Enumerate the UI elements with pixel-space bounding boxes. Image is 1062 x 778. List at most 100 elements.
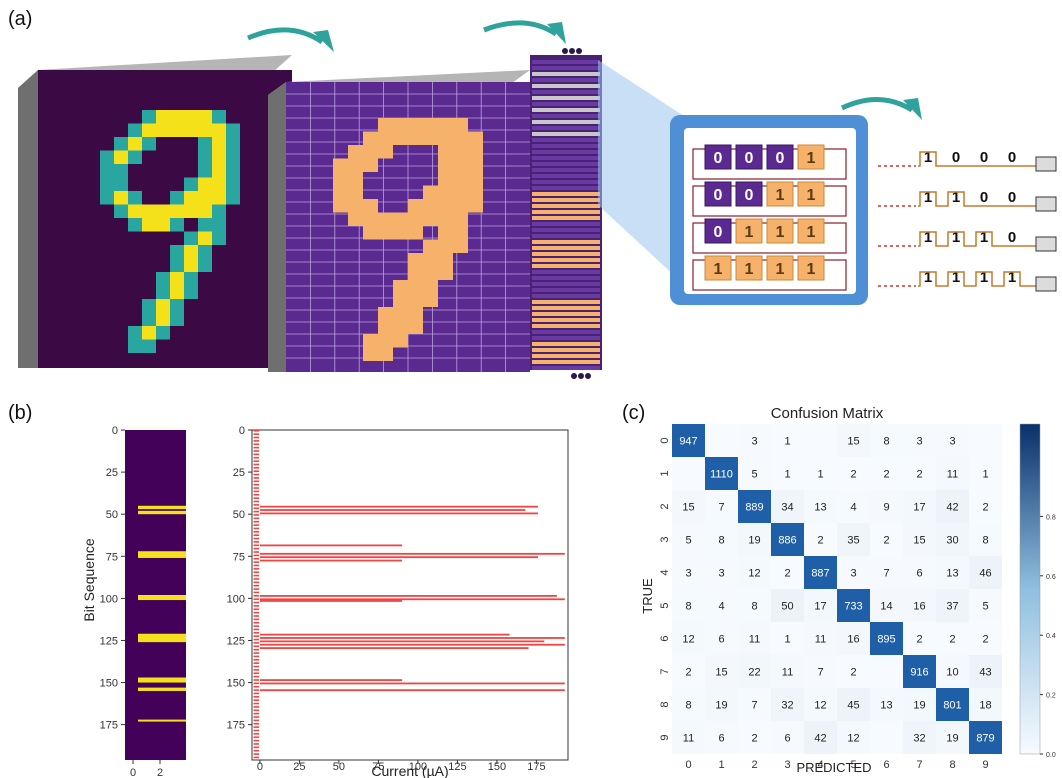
matrix-cell <box>837 556 870 589</box>
current-bar <box>259 598 565 601</box>
stack-row <box>532 228 600 232</box>
digit-pixel <box>423 253 438 267</box>
x-tick-label: 175 <box>527 761 545 773</box>
output-bit-value: 0 <box>1008 229 1016 246</box>
x-tick-label: 2 <box>751 759 757 771</box>
y-tick-label: 7 <box>659 668 671 674</box>
current-bar <box>253 453 260 456</box>
matrix-cell <box>837 457 870 490</box>
matrix-cell-value: 5 <box>685 535 691 547</box>
digit-pixel <box>393 131 408 145</box>
digit-pixel <box>393 334 408 348</box>
matrix-cell-value: 3 <box>685 568 691 580</box>
stack-row <box>532 222 600 226</box>
matrix-cell-value: 3 <box>850 568 856 580</box>
matrix-cell-value: 2 <box>982 502 988 514</box>
digit-pixel <box>142 312 156 326</box>
stack-row <box>532 342 600 346</box>
digit-pixel <box>378 131 393 145</box>
matrix-cell <box>705 688 738 721</box>
stack-row <box>532 150 600 154</box>
digit-pixel <box>423 199 438 213</box>
colorbar-tick-label: 0.6 <box>1046 574 1056 581</box>
stack-row <box>532 216 600 220</box>
digit-pixel <box>198 137 212 151</box>
current-bar <box>259 689 565 692</box>
current-bar <box>253 581 260 584</box>
output-waveform <box>918 271 1036 287</box>
digit-pixel <box>114 177 128 191</box>
digit-pixel <box>128 191 142 205</box>
current-bar <box>253 527 260 530</box>
y-tick-label: 0 <box>112 425 118 437</box>
matrix-cell-value: 7 <box>751 700 757 712</box>
matrix-cell-value: 6 <box>784 733 790 745</box>
matrix-cell-value: 11 <box>782 667 793 679</box>
stack-row <box>532 360 600 364</box>
matrix-cell-value: 16 <box>847 634 859 646</box>
matrix-cell <box>672 457 705 490</box>
digit-pixel <box>184 191 198 205</box>
digit-pixel <box>393 226 408 240</box>
register-bit-value: 0 <box>776 150 785 167</box>
digit-pixel <box>423 212 438 226</box>
digit-pixel <box>156 312 170 326</box>
matrix-cell-value: 17 <box>913 502 925 514</box>
register-bit-value: 1 <box>776 224 785 241</box>
register-bit-value: 0 <box>745 150 754 167</box>
current-bar <box>253 598 260 600</box>
matrix-cell <box>837 655 870 688</box>
matrix-cell <box>738 556 771 589</box>
digit-pixel <box>348 172 363 186</box>
matrix-cell <box>870 721 903 754</box>
x-tick-label: 75 <box>372 761 384 773</box>
digit-pixel <box>170 272 184 286</box>
matrix-cell <box>705 556 738 589</box>
matrix-cell <box>705 490 738 523</box>
matrix-cell-value: 43 <box>979 667 991 679</box>
digit-pixel <box>198 218 212 232</box>
digit-pixel <box>100 191 114 205</box>
digit-pixel <box>184 285 198 299</box>
digit-pixel <box>198 177 212 191</box>
current-bars <box>253 430 565 759</box>
digit-pixel <box>128 218 142 232</box>
current-bar <box>253 716 260 718</box>
output-bit-value: 1 <box>1008 269 1016 286</box>
matrix-cell <box>936 655 969 688</box>
binarized-digit <box>333 118 483 361</box>
current-bar <box>253 541 260 543</box>
current-bar <box>253 571 260 574</box>
matrix-cell <box>903 721 936 754</box>
digit-pixel <box>170 258 184 272</box>
digit-pixel <box>363 212 378 226</box>
digit-pixel <box>468 172 483 186</box>
current-bar <box>253 662 260 664</box>
matrix-cell-value: 5 <box>982 601 988 613</box>
digit-pixel <box>198 245 212 259</box>
matrix-cell-value: 11 <box>683 733 694 745</box>
stack-row <box>532 366 600 370</box>
digit-pixel <box>438 172 453 186</box>
matrix-cell-value: 15 <box>913 535 925 547</box>
matrix-cell <box>771 424 804 457</box>
matrix-ylabel: TRUE <box>640 578 655 614</box>
digit-pixel <box>198 231 212 245</box>
matrix-cell-value: 9 <box>883 502 889 514</box>
stack-row <box>532 66 600 70</box>
stack-row <box>532 192 600 196</box>
matrix-cell <box>936 457 969 490</box>
current-bar <box>253 658 260 661</box>
matrix-cell-value: 32 <box>781 700 793 712</box>
register-bit-cell <box>797 218 825 244</box>
matrix-cell <box>738 424 771 457</box>
matrix-cell <box>936 721 969 754</box>
matrix-cell <box>804 556 837 589</box>
digit-pixel <box>156 218 170 232</box>
register-bit-cell <box>766 144 794 170</box>
register-bit-value: 0 <box>745 187 754 204</box>
pulse-counter-icon <box>1035 276 1057 292</box>
y-tick-label: 125 <box>100 635 118 647</box>
